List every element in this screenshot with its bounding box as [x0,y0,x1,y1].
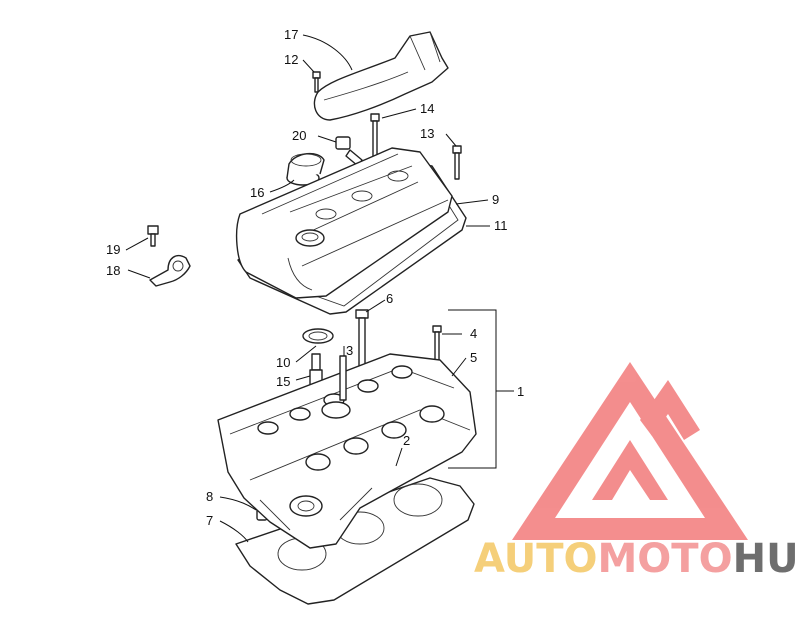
callout-labels: 1 2 3 4 5 6 7 8 9 10 11 12 13 14 15 16 1… [106,27,524,528]
part-10-seal [302,328,334,344]
part-13-bolt [452,145,462,180]
callout-16: 16 [250,185,264,200]
assembly-bracket-1 [448,309,497,469]
callout-14: 14 [420,101,434,116]
callout-15: 15 [276,374,290,389]
callout-7: 7 [206,513,213,528]
callout-1: 1 [517,384,524,399]
callout-5: 5 [470,350,477,365]
part-18-bracket [149,254,191,287]
callout-19: 19 [106,242,120,257]
callout-18: 18 [106,263,120,278]
callout-8: 8 [206,489,213,504]
callout-17: 17 [284,27,298,42]
part-9-valve-cover [235,147,453,299]
part-7-head-gasket [235,477,475,605]
callout-12: 12 [284,52,298,67]
logo-text-moto: MOTO [598,536,733,582]
part-12-bolt [312,71,321,93]
watermark-logo: AUTOMOTOHUB [474,362,800,582]
part-17-plug-cover [313,31,449,121]
part-3-valve [339,355,347,401]
svg-text:AUTOMOTOHUB: AUTOMOTOHUB [474,536,800,582]
callout-2: 2 [403,433,410,448]
callout-11: 11 [494,218,508,233]
callout-13: 13 [420,126,434,141]
part-2-cylinder-head [217,353,477,549]
logo-text-hub: HUB [733,536,800,582]
part-4-bolt [432,325,442,361]
logo-triangle-icon [512,362,748,540]
part-16-oil-cap [286,153,325,186]
callout-3: 3 [346,343,353,358]
callout-20: 20 [292,128,306,143]
leader-lines [125,34,514,543]
part-20-clip [335,136,363,167]
callout-6: 6 [386,291,393,306]
logo-text-auto: AUTO [474,536,598,582]
callout-9: 9 [492,192,499,207]
callout-10: 10 [276,355,290,370]
callout-4: 4 [470,326,477,341]
part-19-bolt [147,225,159,247]
